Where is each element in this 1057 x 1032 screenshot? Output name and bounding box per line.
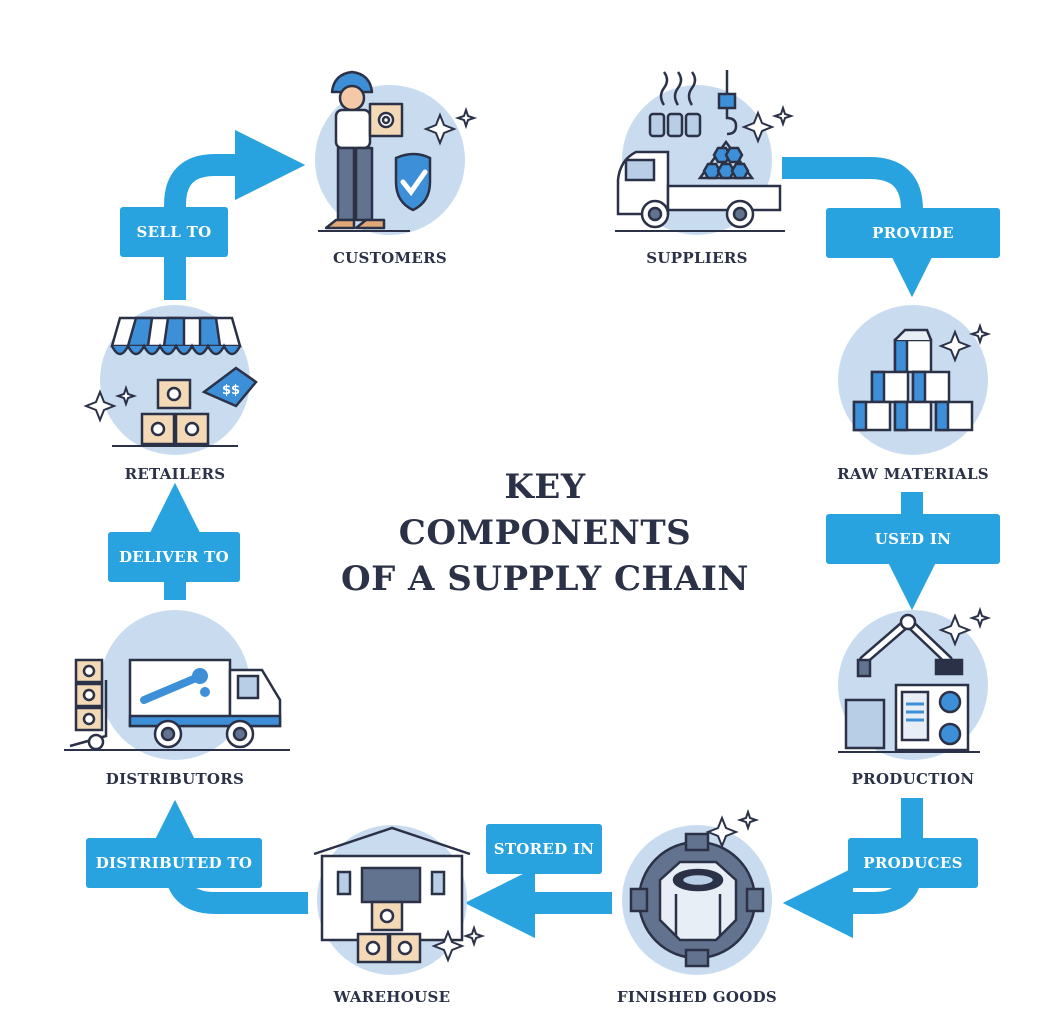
title-line-2: COMPONENTS: [398, 513, 692, 553]
customers-node: [315, 70, 478, 235]
warehouse-building-icon: [313, 826, 471, 942]
title-line-3: OF A SUPPLY CHAIN: [340, 559, 750, 599]
edge-label-produces: PRODUCES: [848, 838, 978, 888]
sparkle-icon: [83, 384, 138, 423]
raw-materials-node: [838, 305, 992, 455]
crate-icon: [648, 112, 702, 138]
hex-nut-icon: [658, 860, 738, 942]
svg-text:$$: $$: [222, 383, 240, 398]
retailers-label: RETAILERS: [124, 465, 226, 483]
robot-arm-icon: [856, 613, 964, 678]
edge-label-distributed-to: DISTRIBUTED TO: [86, 838, 262, 888]
edge-label-stored-in: STORED IN: [486, 824, 602, 874]
edge-label-sell-to: SELL TO: [120, 207, 228, 257]
retailers-node: $$: [83, 305, 258, 455]
suppliers-node: [615, 70, 795, 235]
raw-materials-label: RAW MATERIALS: [837, 465, 989, 483]
boxes-icon: [140, 378, 210, 446]
wrench-icon: [140, 668, 210, 704]
sparkle-icon: [938, 322, 992, 363]
sparkle-icon: [705, 808, 760, 849]
boxes-icon: [69, 658, 108, 751]
truck-icon: [616, 150, 782, 229]
sparkle-icon: [741, 104, 795, 144]
production-node: [838, 606, 992, 760]
hex-bars-icon: [852, 328, 974, 432]
finished-goods-node: [622, 808, 772, 975]
customer-person-icon: [324, 70, 404, 230]
diagram-title: KEY COMPONENTS OF A SUPPLY CHAIN: [330, 464, 760, 602]
steam-icon: [659, 71, 697, 106]
distributors-node: [64, 610, 290, 760]
shop-awning-icon: [110, 316, 242, 356]
price-tag-icon: $$: [201, 366, 258, 408]
machine-icon: [844, 683, 970, 752]
warehouse-label: WAREHOUSE: [333, 988, 451, 1006]
check-shield-icon: [394, 152, 432, 212]
warehouse-node: [313, 825, 486, 975]
boxes-icon: [356, 900, 422, 964]
sparkle-icon: [431, 924, 486, 963]
edge-label-provide: PROVIDE: [826, 208, 1000, 258]
arrow-sell-to: [164, 129, 306, 300]
customers-label: CUSTOMERS: [332, 249, 448, 267]
edge-label-used-in: USED IN: [826, 514, 1000, 564]
suppliers-label: SUPPLIERS: [646, 249, 748, 267]
delivery-truck-icon: [128, 658, 282, 749]
production-label: PRODUCTION: [851, 770, 975, 788]
sparkle-icon: [423, 106, 478, 146]
title-line-1: KEY: [504, 467, 586, 507]
distributors-label: DISTRIBUTORS: [105, 770, 245, 788]
finished-goods-label: FINISHED GOODS: [616, 988, 778, 1006]
edge-label-deliver-to: DELIVER TO: [108, 532, 240, 582]
sparkle-icon: [938, 606, 992, 647]
crane-hook-icon: [697, 70, 755, 180]
